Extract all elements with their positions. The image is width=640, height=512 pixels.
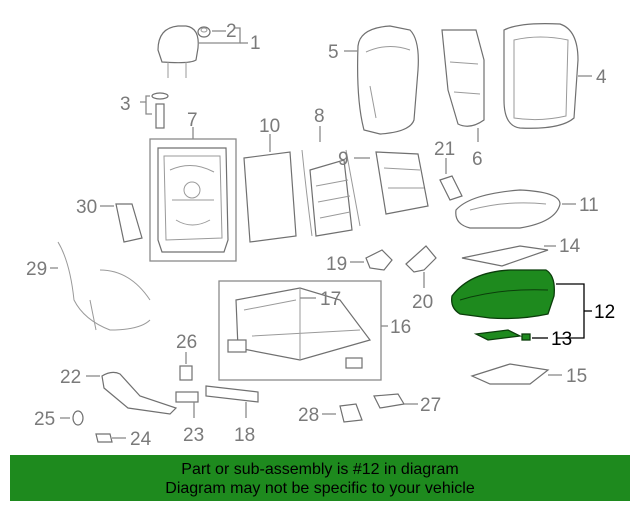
callout-2: 2 xyxy=(226,21,237,42)
callout-21: 21 xyxy=(434,139,455,160)
callout-17: 17 xyxy=(320,289,341,310)
callout-11: 11 xyxy=(579,195,599,216)
headrest-guide[interactable] xyxy=(151,92,169,129)
clip-19[interactable] xyxy=(365,249,393,271)
callout-15: 15 xyxy=(566,366,587,387)
lumbar-panel[interactable] xyxy=(375,151,429,215)
callout-20: 20 xyxy=(412,292,433,313)
callout-27: 27 xyxy=(420,395,441,416)
trim-18[interactable] xyxy=(205,385,259,403)
callout-5: 5 xyxy=(328,42,339,63)
bracket-21[interactable] xyxy=(439,175,463,201)
callout-23: 23 xyxy=(183,425,204,446)
cover-23[interactable] xyxy=(175,391,199,403)
seat-cushion-heater[interactable] xyxy=(461,245,549,267)
headrest[interactable] xyxy=(157,25,199,78)
side-shield-30[interactable] xyxy=(115,203,143,243)
clip-20[interactable] xyxy=(405,245,437,273)
callout-13: 13 xyxy=(551,329,572,350)
seat-adjuster[interactable] xyxy=(227,287,372,369)
headrest-guide-cap[interactable] xyxy=(197,26,211,38)
callout-25: 25 xyxy=(34,409,55,430)
callout-29: 29 xyxy=(26,259,47,280)
callout-26: 26 xyxy=(176,332,197,353)
bracket-27[interactable] xyxy=(373,393,405,409)
back-panel[interactable] xyxy=(243,151,297,243)
callout-3: 3 xyxy=(120,94,131,115)
callout-19: 19 xyxy=(326,254,347,275)
info-banner: Part or sub-assembly is #12 in diagram D… xyxy=(10,455,630,501)
callout-12: 12 xyxy=(594,302,615,323)
callout-4: 4 xyxy=(596,67,607,88)
callout-10: 10 xyxy=(259,116,280,137)
cap-25[interactable] xyxy=(72,410,84,426)
callout-28: 28 xyxy=(298,405,319,426)
side-shield-22[interactable] xyxy=(101,371,178,415)
seat-back-pad[interactable] xyxy=(441,29,485,127)
callout-30: 30 xyxy=(76,197,97,218)
banner-line-2: Diagram may not be specific to your vehi… xyxy=(165,480,475,497)
cushion-pad-bracket[interactable] xyxy=(473,329,531,341)
callout-8: 8 xyxy=(314,106,325,127)
callout-22: 22 xyxy=(60,367,81,388)
seat-cushion-frame-trim[interactable] xyxy=(470,363,550,385)
callout-18: 18 xyxy=(234,425,255,446)
grommet-24[interactable] xyxy=(95,433,113,443)
banner-line-1: Part or sub-assembly is #12 in diagram xyxy=(181,461,459,478)
seat-back-cover[interactable] xyxy=(357,25,419,135)
callout-9: 9 xyxy=(338,149,349,170)
callout-6: 6 xyxy=(472,149,483,170)
callout-1: 1 xyxy=(250,33,261,54)
callout-7: 7 xyxy=(187,110,198,131)
callout-14: 14 xyxy=(559,236,581,257)
seat-cushion-cover[interactable] xyxy=(455,189,561,229)
parts-diagram: 1 2 3 4 5 6 7 8 9 10 11 12 13 14 15 16 1… xyxy=(26,21,615,450)
callout-16: 16 xyxy=(390,317,411,338)
callout-24: 24 xyxy=(130,429,152,450)
latch-28[interactable] xyxy=(339,403,363,423)
seat-back-trim[interactable] xyxy=(503,23,579,129)
wiring-harness[interactable] xyxy=(57,241,151,331)
lumbar-support[interactable] xyxy=(301,149,361,237)
seat-back-frame[interactable] xyxy=(157,147,229,253)
switch-26[interactable] xyxy=(179,365,193,381)
seat-cushion-pad[interactable] xyxy=(451,269,555,320)
